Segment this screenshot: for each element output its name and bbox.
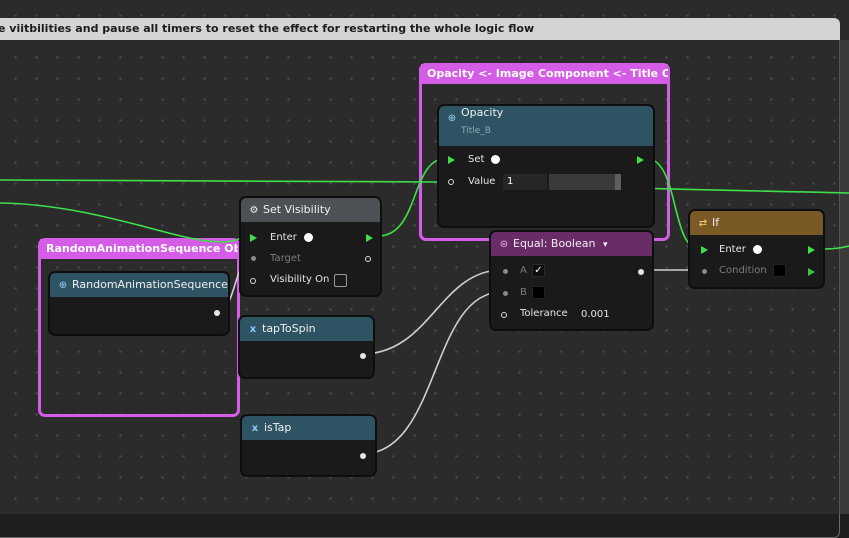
comment-random-sequence-title-text: RandomAnimationSequence Object [46,242,238,255]
object-icon: ⊕ [447,113,457,124]
comment-opacity-title[interactable]: Opacity <- Image Component <- Title Obje… [421,64,668,84]
node-if-header[interactable]: ⇄ If [690,211,823,235]
object-icon: ⊕ [58,280,68,291]
if-enter-toggle[interactable] [753,245,762,254]
comment-random-sequence-title[interactable]: RandomAnimationSequence Object [40,239,238,259]
opacity-value-pin[interactable] [448,179,454,185]
setvis-visibility-label: Visibility On [270,274,330,285]
node-tap-to-spin-header[interactable]: x tapToSpin [240,317,373,341]
comment-opacity-title-text: Opacity <- Image Component <- Title Obje… [427,67,668,80]
equal-b-label: B [520,287,527,298]
variable-icon: x [251,423,259,434]
tap-to-spin-out-pin[interactable] [360,353,366,359]
if-condition-checkbox[interactable] [773,264,786,277]
group-header-text: e viitbilities and pause all timers to r… [0,22,535,35]
opacity-exec-out-pin[interactable] [637,156,644,164]
setvis-target-label: Target [270,253,301,264]
node-tap-to-spin-title: tapToSpin [262,322,316,335]
setvis-target-pin[interactable] [251,256,256,261]
node-random-sequence[interactable]: ⊕ RandomAnimationSequence_B [48,271,230,336]
if-condition-pin[interactable] [702,269,707,274]
node-set-visibility[interactable]: ⚙ Set Visibility Enter Target Visibility … [239,196,382,297]
equal-tolerance-label: Tolerance [520,308,568,319]
equal-tolerance-pin[interactable] [501,312,507,318]
setvis-visibility-pin[interactable] [250,278,256,284]
equal-a-checkbox[interactable]: ✓ [532,264,545,277]
node-random-sequence-header[interactable]: ⊕ RandomAnimationSequence_B [50,273,228,297]
branch-icon: ⇄ [698,218,708,229]
opacity-value-slider-knob[interactable] [615,174,621,190]
equal-type-dropdown[interactable]: ▾ [602,240,608,250]
equal-b-checkbox[interactable] [532,286,545,299]
node-if-title: If [712,216,720,229]
equal-a-pin[interactable] [503,269,508,274]
node-equal-boolean-title: Equal: Boolean [513,237,596,250]
group-header[interactable]: e viitbilities and pause all timers to r… [0,18,840,40]
node-if[interactable]: ⇄ If Enter Condition [688,209,825,289]
equal-icon: ⊜ [499,239,509,250]
if-condition-label: Condition [719,265,767,276]
node-random-sequence-title: RandomAnimationSequence_B [72,278,230,291]
opacity-value-field[interactable]: 1 [503,174,547,190]
vertical-scrollbar[interactable] [839,40,849,514]
setvis-exec-out-pin[interactable] [366,234,373,242]
gear-icon: ⚙ [249,205,259,216]
if-exec-out-pin[interactable] [808,246,815,254]
setvis-enter-exec-in-pin[interactable] [250,234,257,242]
opacity-set-toggle[interactable] [491,155,500,164]
opacity-set-exec-in-pin[interactable] [448,156,455,164]
node-equal-boolean-header[interactable]: ⊜ Equal: Boolean ▾ [491,232,652,256]
node-tap-to-spin[interactable]: x tapToSpin [238,315,375,379]
node-opacity-title: Opacity [461,106,504,119]
node-is-tap-title: isTap [264,421,292,434]
setvis-enter-label: Enter [270,232,297,243]
node-opacity-header[interactable]: ⊕ Opacity Title_B [439,106,653,146]
opacity-value-slider[interactable] [549,174,621,190]
equal-a-label: A [520,265,527,276]
opacity-set-label: Set [468,154,485,165]
if-false-exec-out-pin[interactable] [808,268,815,276]
node-opacity[interactable]: ⊕ Opacity Title_B Set Value 1 [437,104,655,228]
if-enter-label: Enter [719,244,746,255]
if-enter-exec-in-pin[interactable] [701,246,708,254]
setvis-enter-toggle[interactable] [304,233,313,242]
setvis-target-out-pin[interactable] [365,256,371,262]
random-sequence-out-pin[interactable] [214,310,220,316]
node-equal-boolean[interactable]: ⊜ Equal: Boolean ▾ A ✓ B Tolerance 0.001 [489,230,654,331]
equal-b-pin[interactable] [503,291,508,296]
equal-out-pin[interactable] [638,269,644,275]
is-tap-out-pin[interactable] [360,453,366,459]
node-set-visibility-header[interactable]: ⚙ Set Visibility [241,198,380,222]
node-set-visibility-title: Set Visibility [263,203,331,216]
setvis-visibility-checkbox[interactable] [334,274,347,287]
equal-tolerance-value[interactable]: 0.001 [581,309,610,320]
opacity-value-label: Value [468,176,496,187]
variable-icon: x [249,324,257,335]
node-opacity-subtitle: Title_B [461,126,491,136]
